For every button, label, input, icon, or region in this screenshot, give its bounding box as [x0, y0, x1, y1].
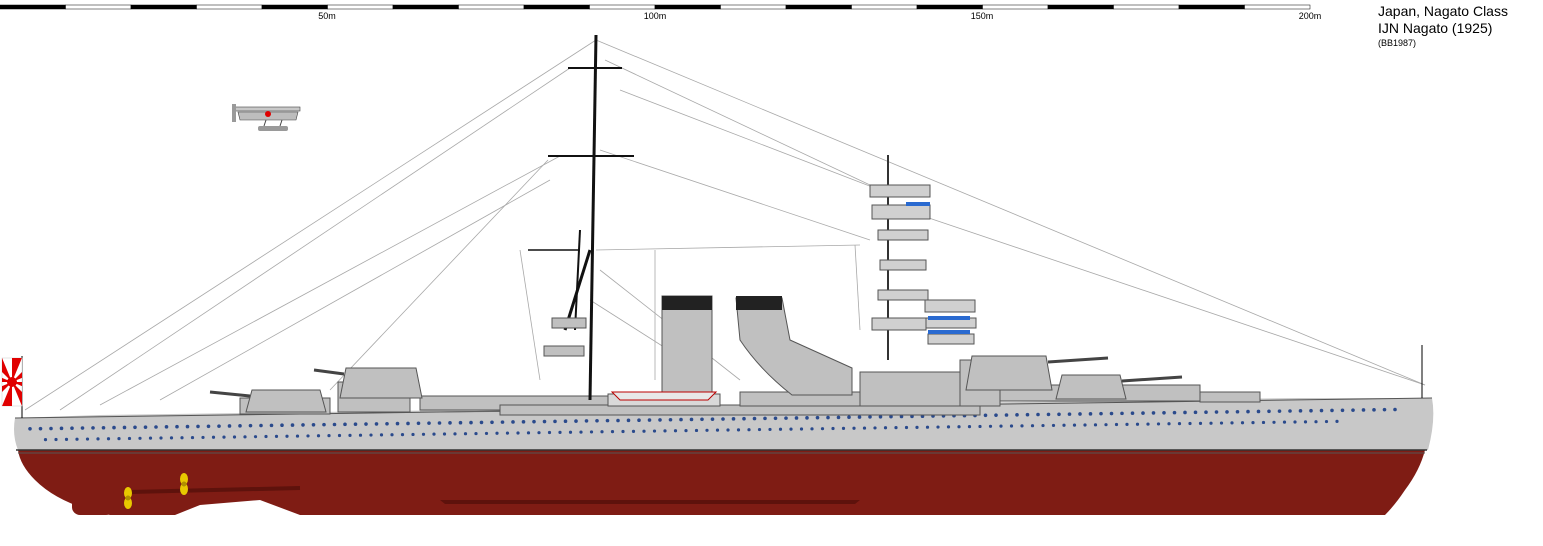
portholes [28, 407, 1397, 442]
hull-lower [18, 450, 1425, 515]
scale-label-150m: 150m [970, 11, 994, 21]
propeller-fwd [180, 473, 188, 495]
pagoda-foremast [869, 155, 977, 360]
scale-label-100m: 100m [643, 11, 667, 21]
propeller-shaft [129, 486, 301, 494]
bilge-keel [440, 500, 860, 504]
funnel-fwd-trunked [735, 296, 853, 396]
mainmast-platform-lower [543, 345, 585, 357]
rigging-lines [24, 39, 1426, 411]
caption-ship-name: IJN Nagato (1925) [1378, 20, 1493, 36]
boat [610, 391, 718, 401]
rudder [72, 485, 114, 515]
turret-b [965, 355, 1109, 391]
caption-designer-id: (BB1987) [1378, 38, 1417, 48]
mainmast-platform [551, 317, 587, 329]
ensign-flag [1, 356, 23, 418]
propeller-aft [124, 487, 132, 509]
turret-a [1055, 374, 1183, 400]
seaplane [232, 104, 301, 131]
turret-y [209, 389, 327, 413]
caption-nation-class: Japan, Nagato Class [1378, 3, 1508, 19]
funnel-aft [661, 295, 713, 407]
scale-label-200m: 200m [1298, 11, 1322, 21]
superstructure [239, 359, 1261, 416]
scale-bar [0, 4, 1311, 10]
hull-upper [14, 398, 1434, 450]
scale-label-50m: 50m [318, 11, 336, 21]
turret-x [313, 367, 423, 399]
mainmast [528, 34, 634, 401]
